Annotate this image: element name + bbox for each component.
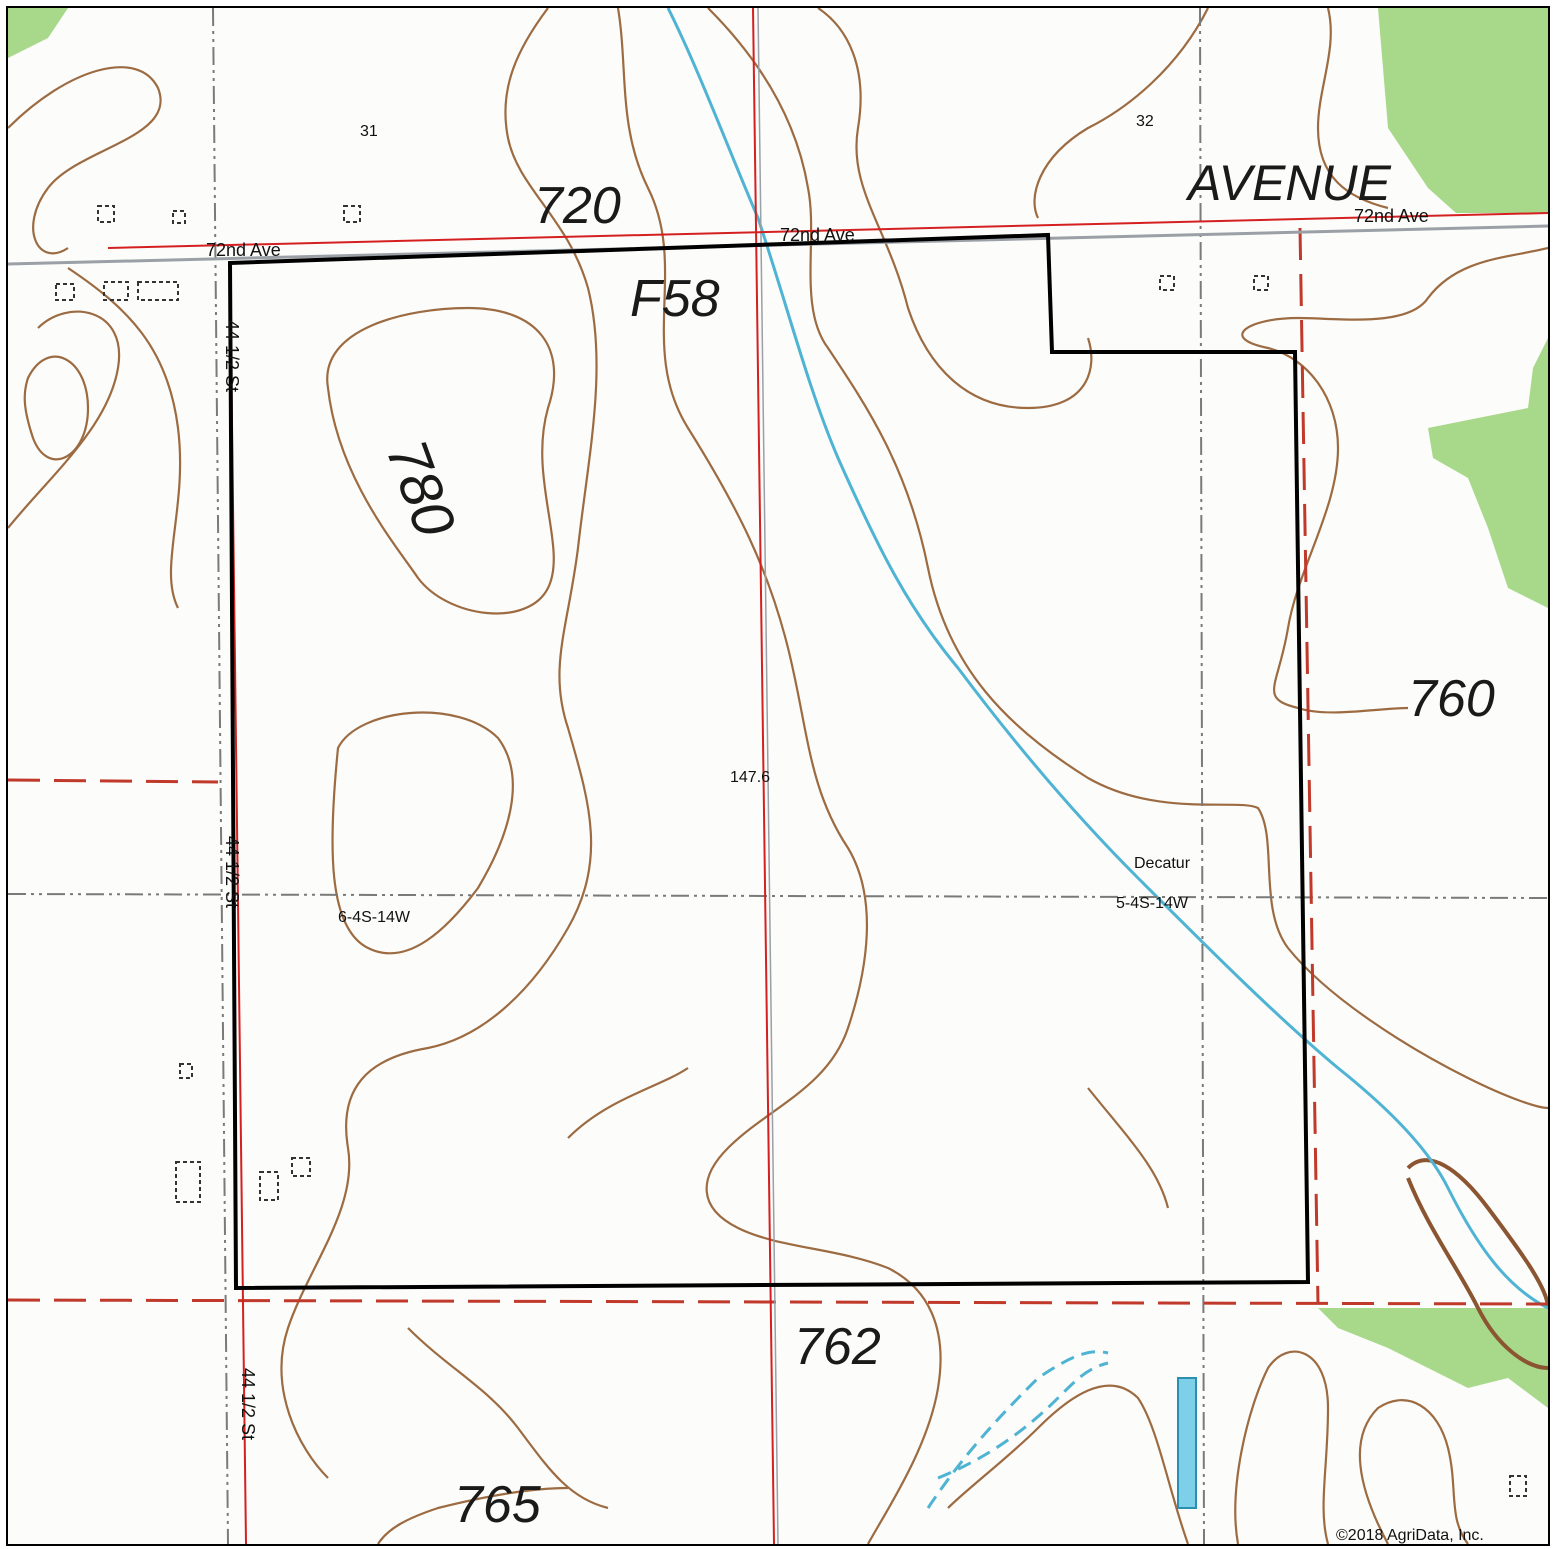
road-label-44-upper: 44 1/2 St [222,320,242,392]
woods-east [1428,338,1548,608]
township-line-south [8,1298,1548,1306]
building [179,1063,193,1079]
stream-dashed [926,1350,1109,1509]
contour-line [377,1486,569,1544]
building [97,205,115,223]
parcel-boundary [227,232,1311,1291]
map-frame: 31 32 720 F58 AVENUE 780 760 762 765 72n… [6,6,1550,1546]
township-name-decatur: Decatur [1134,855,1191,872]
building [175,1161,201,1203]
contour-line [1316,8,1389,210]
contour-line [280,8,598,1479]
road-72nd-red [107,212,1548,249]
contour-line [326,306,556,615]
topo-label-762: 762 [794,1318,881,1376]
contour-heavy-line [1406,1158,1548,1370]
section-label-5-4s-14w: 5-4S-14W [1116,895,1189,912]
road-label-72nd-east: 72nd Ave [1354,206,1429,226]
road-label-72nd-west: 72nd Ave [206,240,281,260]
section-line-west [212,8,229,1544]
topo-label-avenue: AVENUE [1185,155,1392,211]
contour-line [1358,1399,1469,1544]
building [343,205,361,223]
topo-label-765: 765 [454,1476,542,1534]
topo-label-720: 720 [534,177,621,235]
woods-ne [1378,8,1548,213]
road-label-44-lower: 44 1/2 St [238,1368,258,1440]
contour-line [1241,246,1548,714]
building [137,281,179,301]
contour-line [1033,8,1209,219]
contour-line [8,66,162,255]
building [259,1171,279,1201]
building [1509,1475,1527,1497]
contour-line [947,1384,1190,1544]
center-red-line [752,8,775,1544]
copyright-text: ©2018 AgriData, Inc. [1336,1527,1484,1544]
woods-se [1318,1308,1548,1408]
contour-line [567,1067,689,1139]
topo-label-f58: F58 [630,270,720,328]
topo-label-780: 780 [374,432,468,545]
building [1253,275,1269,291]
contour-line [817,8,1093,410]
center-grey-line [757,8,779,1544]
building [1159,275,1175,291]
contour-line [8,310,121,529]
road-label-44-middle: 44 1/2 St [222,836,242,908]
contour-line [707,8,1548,1110]
woods-nw [8,8,68,58]
building [291,1157,311,1177]
topo-map: 31 32 720 F58 AVENUE 780 760 762 765 72n… [8,8,1548,1544]
contour-line [1234,1350,1330,1544]
section-number-32: 32 [1136,113,1154,130]
parcel-acres: 147.6 [730,769,770,786]
contour-line [67,267,182,609]
pond [1177,1377,1197,1509]
township-line-west [8,778,219,784]
building [172,210,186,224]
topo-label-760: 760 [1408,670,1495,728]
contour-line [407,1327,609,1510]
section-label-6-4s-14w: 6-4S-14W [338,909,411,926]
section-line-vertical [1199,8,1205,1544]
contour-line [616,8,942,1544]
section-number-31: 31 [360,123,378,140]
building [55,283,75,301]
contour-line [331,711,514,955]
contour-line [1087,1087,1170,1209]
road-label-72nd-center: 72nd Ave [780,225,855,245]
contour-line [23,355,90,461]
stream [666,8,1548,1310]
township-line-east [1298,227,1320,1305]
